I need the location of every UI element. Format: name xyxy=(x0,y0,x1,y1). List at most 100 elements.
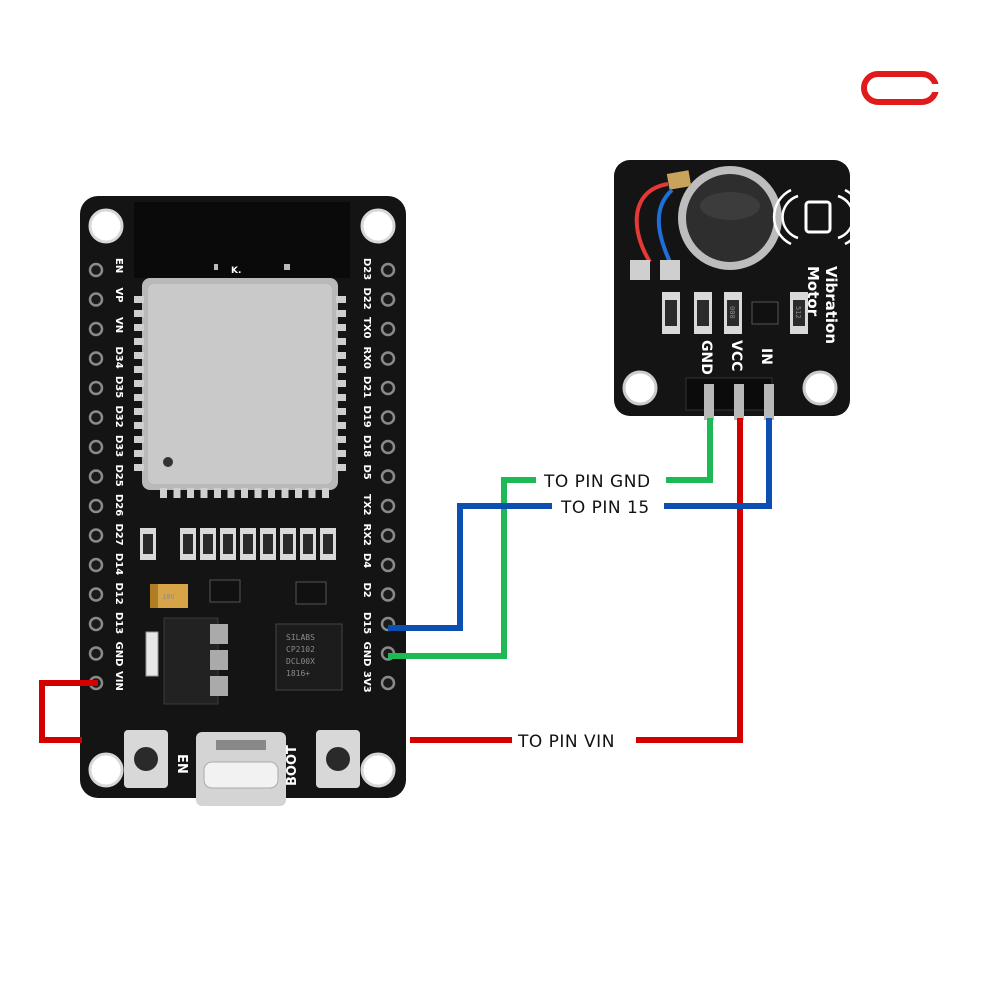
module-pad xyxy=(134,380,144,387)
module-pad xyxy=(134,394,144,401)
module-pad xyxy=(173,488,181,498)
pin-label: D18 xyxy=(361,435,372,457)
header-pin xyxy=(88,498,104,514)
en-button-label: EN xyxy=(174,754,189,774)
en-button[interactable] xyxy=(124,730,168,788)
module-pad xyxy=(134,408,144,415)
header-pin xyxy=(380,469,396,484)
mount-hole xyxy=(88,208,124,244)
label-gnd-wire: TO PIN GND xyxy=(543,472,651,492)
header-pin xyxy=(88,587,104,602)
module-pad xyxy=(227,488,235,498)
motor-pin-gnd xyxy=(704,384,714,420)
pin-label: D23 xyxy=(361,258,372,280)
pin-label: EN xyxy=(113,258,124,273)
header-pin xyxy=(88,528,104,543)
micro-usb-port[interactable] xyxy=(196,732,286,806)
pin-label: D34 xyxy=(113,347,124,369)
pin-label: D19 xyxy=(361,406,372,428)
module-pad xyxy=(134,422,144,429)
antenna-area xyxy=(134,202,350,278)
svg-text:10V: 10V xyxy=(162,593,175,601)
pin-label: D14 xyxy=(113,553,124,575)
svg-text:000: 000 xyxy=(728,306,736,319)
header-pin xyxy=(380,498,396,514)
module-pad xyxy=(281,488,289,498)
pin-label: D5 xyxy=(361,465,372,480)
module-pad xyxy=(134,352,144,359)
header-pin xyxy=(88,292,104,307)
module-pad xyxy=(134,436,144,443)
pin-label: GND xyxy=(361,642,372,667)
header-pin xyxy=(88,321,104,337)
wire-vin-loop xyxy=(39,680,98,743)
module-pad xyxy=(134,324,144,331)
header-pin xyxy=(380,587,396,602)
motor-pin-in-label: IN xyxy=(758,348,774,365)
wire-signal xyxy=(388,418,772,631)
module-pad xyxy=(187,488,194,498)
mount-hole xyxy=(360,208,396,244)
header-pin xyxy=(88,410,104,425)
svg-text:512: 512 xyxy=(794,306,802,319)
header-pin xyxy=(380,410,396,425)
pin-label: GND xyxy=(113,642,124,667)
label-vin-wire: TO PIN VIN xyxy=(517,732,615,752)
svg-text:SILABS: SILABS xyxy=(286,633,315,642)
pin-label: D32 xyxy=(113,406,124,428)
module-pad xyxy=(134,366,144,373)
header-pin xyxy=(88,557,104,573)
motor-title-line2: Motor xyxy=(804,266,822,317)
module-pad xyxy=(214,488,221,498)
module-pad xyxy=(336,338,346,345)
motor-lead-red xyxy=(634,182,669,264)
pin-label: VP xyxy=(113,288,124,303)
svg-text:DCL00X: DCL00X xyxy=(286,657,315,666)
header-pin xyxy=(88,616,104,632)
header-pin xyxy=(380,557,396,573)
header-pin xyxy=(88,469,104,484)
header-pin xyxy=(380,292,396,307)
header-pin xyxy=(380,439,396,455)
motor-lead-blue xyxy=(656,188,674,263)
mount-hole xyxy=(360,752,396,788)
module-pad xyxy=(295,488,302,498)
module-pad xyxy=(160,488,167,498)
header-pin xyxy=(380,528,396,543)
header-pin xyxy=(380,321,396,337)
motor-pin-vcc-label: VCC xyxy=(728,340,744,371)
module-pad xyxy=(308,488,316,498)
module-pad xyxy=(134,464,144,471)
header-pin xyxy=(88,380,104,396)
motor-title-line1: Vibration xyxy=(822,266,840,344)
module-pad xyxy=(336,422,346,429)
module-pad xyxy=(336,310,346,317)
module-pad xyxy=(322,488,329,498)
pin-label: 3V3 xyxy=(361,671,372,693)
mount-hole xyxy=(88,752,124,788)
pin-label: TX2 xyxy=(361,494,372,516)
module-pad xyxy=(336,380,346,387)
header-pin xyxy=(88,439,104,455)
header-pin xyxy=(380,351,396,366)
pin-label: D13 xyxy=(113,612,124,634)
pin-label: RX2 xyxy=(361,524,372,546)
module-pad xyxy=(134,296,144,303)
module-pad xyxy=(336,436,346,443)
boot-button[interactable] xyxy=(316,730,360,788)
module-pad xyxy=(268,488,275,498)
header-pin xyxy=(380,262,396,278)
module-pad xyxy=(336,296,346,303)
module-pad xyxy=(254,488,262,498)
pin-label: D4 xyxy=(361,553,372,568)
pin-label: D25 xyxy=(113,465,124,487)
pin-label: RX0 xyxy=(361,347,372,369)
header-pin xyxy=(380,380,396,396)
pin-label: TX0 xyxy=(361,317,372,339)
module-pad xyxy=(200,488,208,498)
module-pad xyxy=(336,366,346,373)
voltage-regulator xyxy=(163,617,219,705)
pin-label: D21 xyxy=(361,376,372,398)
mount-hole xyxy=(622,370,658,406)
svg-text:CP2102: CP2102 xyxy=(286,645,315,654)
